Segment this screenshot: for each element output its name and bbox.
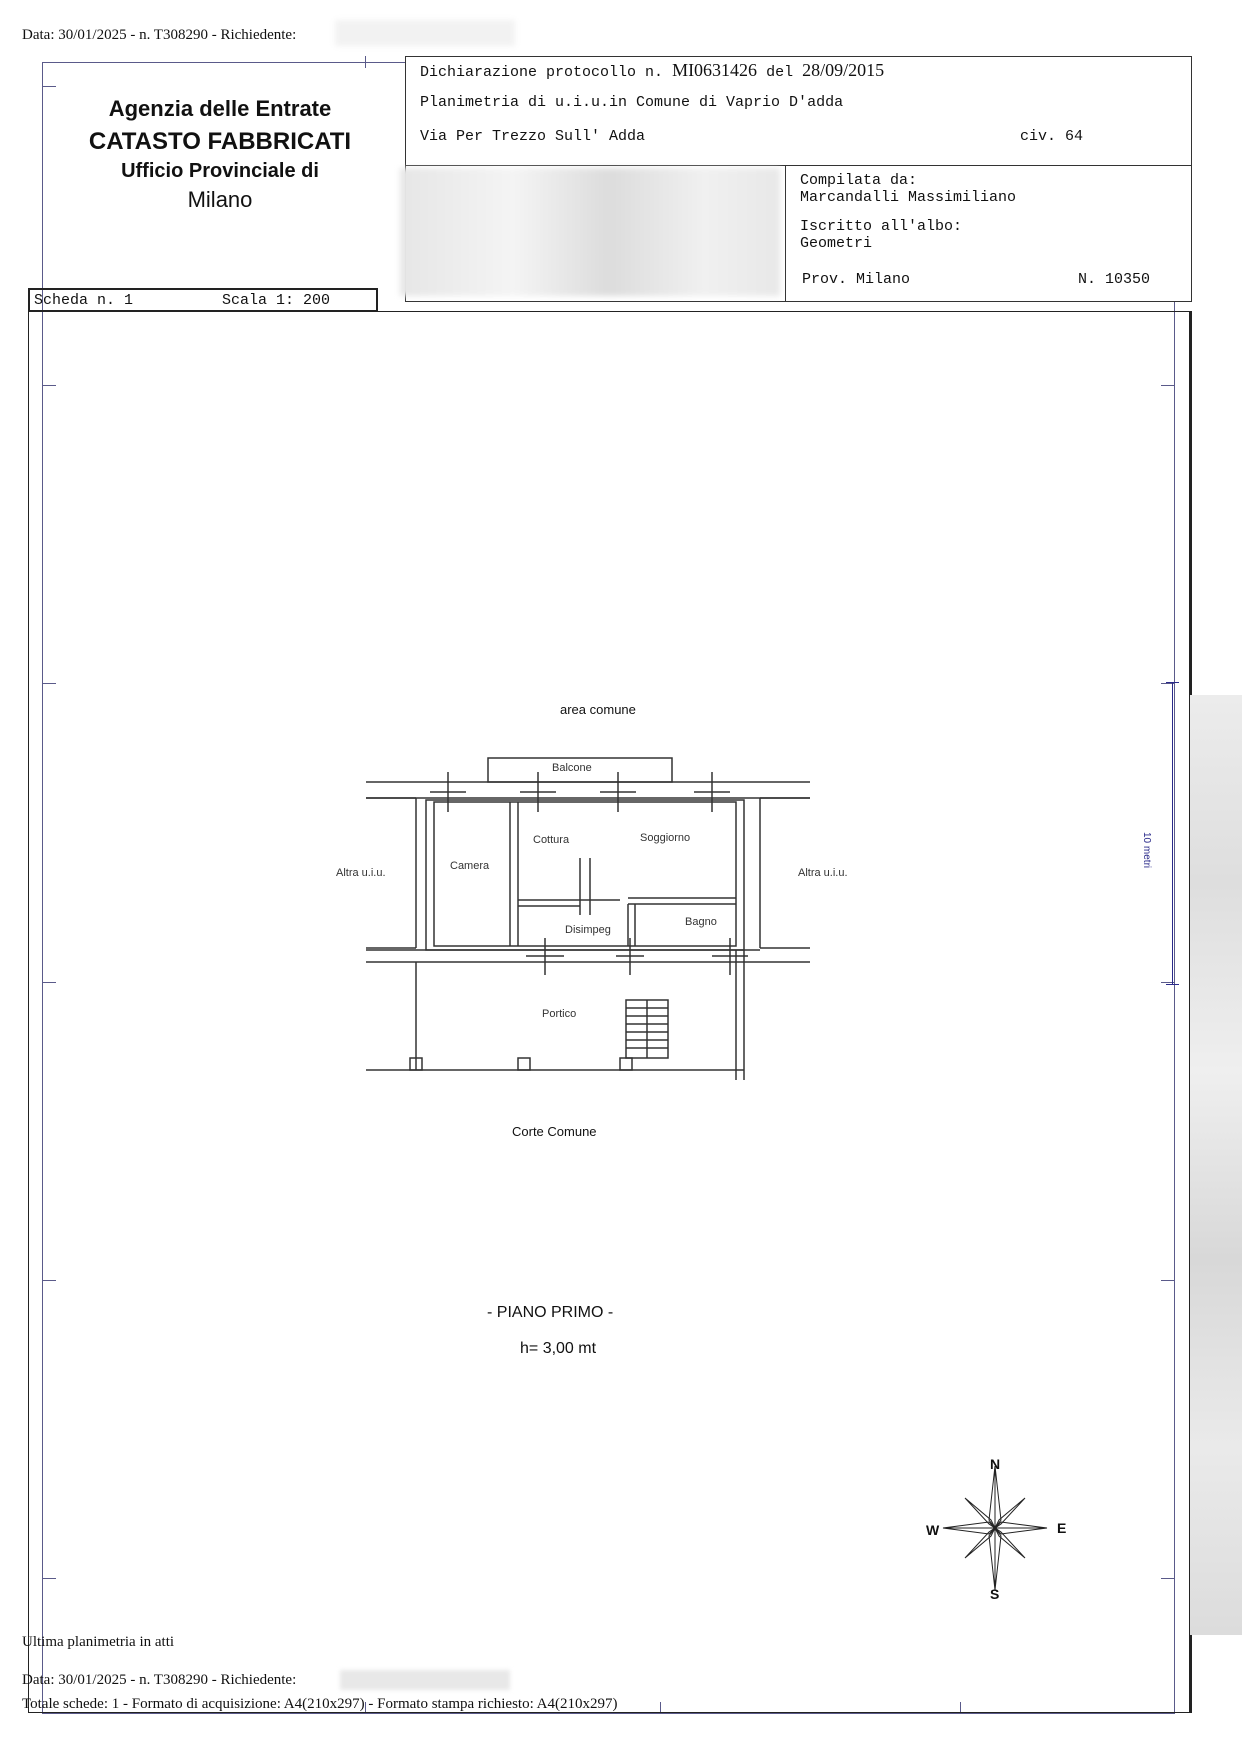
header-divider <box>405 165 1192 166</box>
albo-label: Iscritto all'albo: <box>800 218 963 235</box>
footer-totale: Totale schede: 1 - Formato di acquisizio… <box>22 1696 618 1712</box>
header-vertical-divider <box>785 165 786 302</box>
soggiorno-label: Soggiorno <box>640 832 691 844</box>
scale-bar-label: 10 metri <box>1141 832 1152 869</box>
office-label: Ufficio Provinciale di <box>121 160 319 182</box>
scale-bar-top <box>1166 682 1179 683</box>
declaration-del: del <box>766 64 794 81</box>
compass-e: E <box>1057 1520 1067 1536</box>
footer-data: Data: 30/01/2025 - n. T308290 - Richiede… <box>22 1672 297 1688</box>
portico-label: Portico <box>542 1008 577 1020</box>
agency-block: Agenzia delle Entrate CATASTO FABBRICATI… <box>60 96 380 213</box>
declaration-date: 28/09/2015 <box>802 60 885 80</box>
disimpegno-label: Disimpeg <box>565 924 611 936</box>
compass-rose-icon <box>942 1465 1048 1591</box>
redacted-requester <box>335 20 515 46</box>
floor-height: h= 3,00 mt <box>520 1340 597 1357</box>
civic-number: civ. 64 <box>1020 128 1084 145</box>
cottura-label: Cottura <box>533 834 570 846</box>
compass-n: N <box>990 1456 1001 1472</box>
compiler-label: Compilata da: <box>800 172 918 189</box>
agency-name: Agenzia delle Entrate <box>108 96 332 121</box>
area-comune-label: area comune <box>560 702 636 717</box>
camera-label: Camera <box>450 860 490 872</box>
bagno-label: Bagno <box>685 916 717 928</box>
redacted-side-strip <box>1190 695 1242 1635</box>
redacted-requester-footer <box>340 1670 510 1690</box>
redacted-area <box>400 168 780 296</box>
altra-uiu-left: Altra u.i.u. <box>336 867 386 879</box>
declaration-prefix: Dichiarazione protocollo n. <box>420 64 664 81</box>
compass-w: W <box>926 1522 940 1538</box>
compiler-prov: Prov. Milano <box>802 271 911 288</box>
compass-s: S <box>990 1586 1000 1602</box>
footer-ultima: Ultima planimetria in atti <box>22 1634 175 1650</box>
compiler-number: N. 10350 <box>1078 271 1151 288</box>
sheet-scale: Scala 1: 200 <box>222 292 331 309</box>
sheet-number: Scheda n. 1 <box>34 292 134 309</box>
balcone-label: Balcone <box>552 762 592 774</box>
catasto-title: CATASTO FABBRICATI <box>88 128 352 155</box>
sheet-box: Scheda n. 1 Scala 1: 200 <box>28 288 378 312</box>
floor-title: - PIANO PRIMO - <box>487 1304 614 1321</box>
compiler-name: Marcandalli Massimiliano <box>800 189 1017 206</box>
corte-comune-label: Corte Comune <box>512 1124 597 1139</box>
scale-bar-bottom <box>1166 984 1179 985</box>
declaration-number: MI0631426 <box>672 60 758 80</box>
address-line: Via Per Trezzo Sull' Adda <box>420 128 646 145</box>
office-city: Milano <box>187 187 253 212</box>
albo-value: Geometri <box>800 235 873 252</box>
altra-uiu-right: Altra u.i.u. <box>798 867 848 879</box>
scale-bar <box>1172 682 1173 984</box>
planimetria-line: Planimetria di u.i.u.in Comune di Vaprio… <box>420 94 844 111</box>
declaration-line: Dichiarazione protocollo n. MI0631426 de… <box>420 60 884 81</box>
compiler-block: Compilata da: Marcandalli Massimiliano I… <box>800 172 1016 252</box>
top-header: Data: 30/01/2025 - n. T308290 - Richiede… <box>22 27 297 43</box>
floor-plan <box>366 757 810 1080</box>
